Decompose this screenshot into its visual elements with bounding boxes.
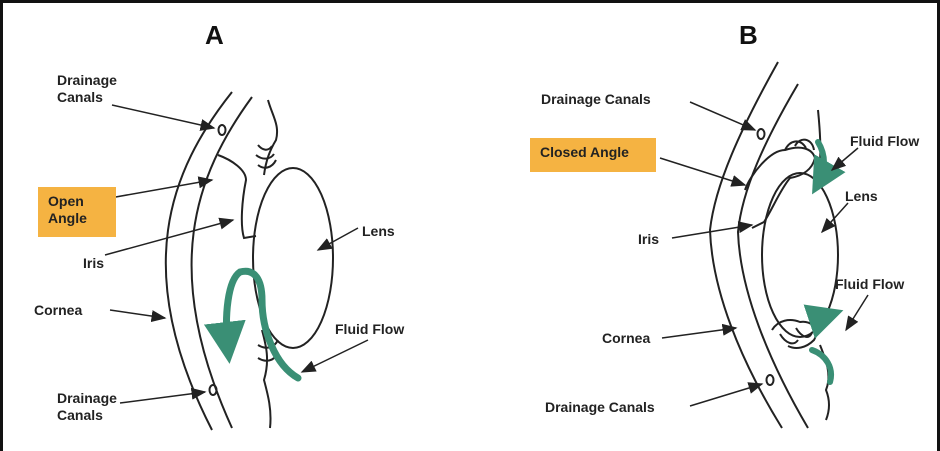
panel-b-pointer-fluid-flow-bottom [846,295,868,330]
panel-b-drainage-canal-top [758,129,765,139]
panel-a-label-drainage-canals-bottom: Drainage Canals [57,390,117,424]
panel-b-letter: B [739,20,758,51]
panel-a-label-drainage-canals-top: Drainage Canals [57,72,117,106]
panel-b-pointer-iris [672,225,752,238]
panel-b-label-cornea: Cornea [602,330,650,347]
panel-b-label-lens: Lens [845,188,878,205]
panel-b-label-fluid-flow-bottom: Fluid Flow [835,276,904,293]
panel-a-drainage-canal-top [219,125,226,135]
panel-b-label-fluid-flow-top: Fluid Flow [850,133,919,150]
panel-a-label-open-angle: Open Angle [38,187,116,237]
panel-b-label-iris: Iris [638,231,659,248]
panel-b-cornea-outer [710,62,782,428]
panel-b-pointer-drainage-bottom [690,384,762,406]
panel-a-label-fluid-flow: Fluid Flow [335,321,404,338]
panel-b-fluid-flow-arrow-mid [816,314,832,322]
panel-b-pointer-cornea [662,328,736,338]
panel-a-fluid-flow-arrow [227,271,299,378]
panel-a-eye [166,92,333,430]
panel-a-label-lens: Lens [362,223,395,240]
panel-a-pointer-open-angle [110,180,212,198]
panel-b-iris-upper [745,148,815,228]
panel-a-cornea-inner [192,97,252,428]
panel-a-pointer-drainage-bottom [120,392,205,403]
panel-a-pointer-fluid-flow [302,340,368,372]
panel-b-lens [762,173,838,337]
panel-b-eye [710,62,838,428]
panel-a-pointer-cornea [110,310,165,318]
panel-a-iris-upper [218,155,256,238]
panel-b-drainage-canal-bottom [767,375,774,385]
panel-a-letter: A [205,20,224,51]
panel-a-pointer-drainage-top [112,105,214,128]
panel-b-pointer-drainage-top [690,102,755,130]
panel-a-label-iris: Iris [83,255,104,272]
panel-a-pointer-lens [318,228,358,250]
panel-b-pointer-fluid-flow-top [832,148,858,170]
panel-b-pointer-closed-angle [660,158,745,185]
panel-b-label-drainage-canals-bottom: Drainage Canals [545,399,655,416]
panel-b-fluid-flow-arrow-bottom [812,350,831,382]
panel-b-label-drainage-canals-top: Drainage Canals [541,91,651,108]
panel-b-label-closed-angle: Closed Angle [530,138,656,172]
panel-a-label-cornea: Cornea [34,302,82,319]
